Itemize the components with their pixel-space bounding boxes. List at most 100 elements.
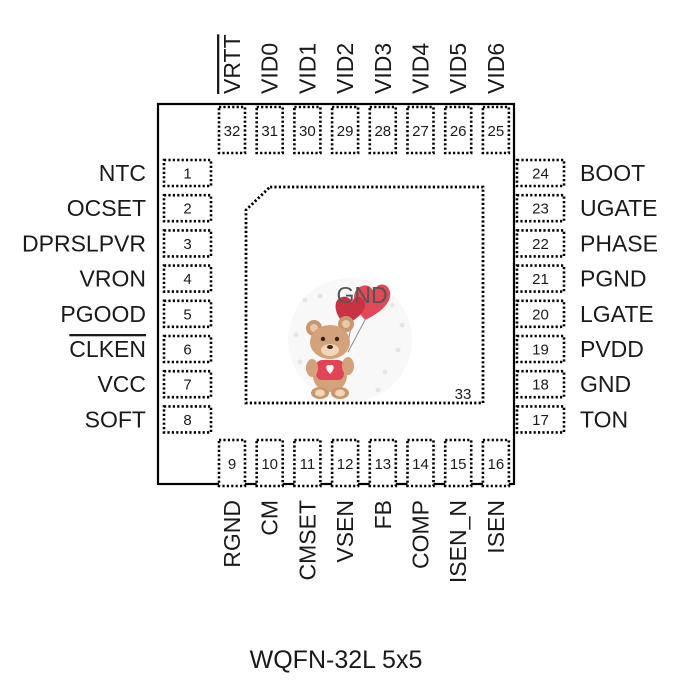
pin-pad-8 bbox=[162, 405, 213, 434]
pin-pad-27 bbox=[406, 105, 435, 155]
pin-pad-20 bbox=[515, 299, 566, 329]
pin-pad-10 bbox=[255, 438, 285, 488]
pin-number-7: 7 bbox=[183, 377, 191, 394]
pin-label-isen: ISEN bbox=[483, 500, 509, 554]
pin-pad-14 bbox=[406, 438, 435, 488]
pin-pad-18 bbox=[515, 369, 566, 399]
pin-label-vid2: VID2 bbox=[332, 43, 358, 94]
pin-number-29: 29 bbox=[337, 123, 354, 140]
pin-1: 1 NTC bbox=[99, 158, 213, 188]
pin-number-27: 27 bbox=[412, 123, 429, 140]
pin-number-32: 32 bbox=[224, 123, 241, 140]
pin-pad-17 bbox=[515, 405, 566, 434]
pin-label-pgnd: PGND bbox=[580, 266, 646, 292]
pin-label-ton: TON bbox=[580, 406, 628, 432]
pin-pad-9 bbox=[217, 438, 247, 488]
pin-number-17: 17 bbox=[532, 412, 549, 429]
pin-pad-12 bbox=[330, 438, 360, 488]
teddy-bear-watermark bbox=[288, 278, 412, 402]
pin-number-30: 30 bbox=[299, 123, 316, 140]
pin-pad-5 bbox=[162, 299, 213, 329]
pin-pad-32 bbox=[217, 105, 247, 155]
pin-number-24: 24 bbox=[532, 166, 549, 183]
pin-number-9: 9 bbox=[228, 456, 236, 473]
pin-label-lgate: LGATE bbox=[580, 301, 654, 327]
pin-label-ugate: UGATE bbox=[580, 195, 658, 221]
pin-number-14: 14 bbox=[412, 456, 429, 473]
pin-label-ntc: NTC bbox=[99, 160, 146, 186]
thermal-pad-label: GND bbox=[336, 282, 387, 308]
pin-number-31: 31 bbox=[261, 123, 278, 140]
pin-number-13: 13 bbox=[374, 456, 391, 473]
pin-number-15: 15 bbox=[450, 456, 467, 473]
pin-label-vid1: VID1 bbox=[294, 43, 320, 94]
package-caption: WQFN-32L 5x5 bbox=[250, 646, 423, 674]
pin-pad-19 bbox=[515, 334, 566, 364]
pin-number-5: 5 bbox=[183, 306, 191, 323]
pin-number-11: 11 bbox=[300, 456, 316, 473]
pin-number-6: 6 bbox=[183, 342, 191, 359]
pin-pad-7 bbox=[162, 369, 213, 399]
pin-pad-26 bbox=[443, 105, 473, 155]
pin-number-1: 1 bbox=[183, 166, 191, 183]
pin-number-22: 22 bbox=[532, 236, 549, 253]
pin-21: 21 PGND bbox=[515, 264, 646, 293]
pin-number-10: 10 bbox=[261, 456, 278, 473]
thermal-pad-number: 33 bbox=[455, 386, 472, 403]
pin-label-vrtt: VRTT bbox=[219, 34, 245, 94]
pin-pad-6 bbox=[162, 334, 213, 364]
pin-26: 26 VID5 bbox=[443, 43, 473, 155]
pin-label-vcc: VCC bbox=[97, 371, 146, 397]
pin-pad-28 bbox=[368, 105, 398, 155]
pin-pad-24 bbox=[515, 158, 566, 188]
pin-number-2: 2 bbox=[183, 201, 191, 218]
pin-pad-21 bbox=[515, 264, 566, 293]
pin-32: 32 VRTT bbox=[217, 34, 247, 155]
thermal-pad bbox=[244, 185, 485, 405]
pin-label-rgnd: RGND bbox=[219, 500, 245, 568]
pin-label-cm: CM bbox=[257, 500, 283, 536]
pin-label-isen-n: ISEN_N bbox=[445, 500, 471, 583]
pin-17: 17 TON bbox=[515, 405, 628, 434]
pin-pad-15 bbox=[443, 438, 473, 488]
pin-30: 30 VID1 bbox=[293, 43, 322, 155]
pin-label-vid3: VID3 bbox=[370, 43, 396, 94]
pins-layer: 1NTC2OCSET3DPRSLPVR4VRON5PGOOD6CLKEN7VCC… bbox=[22, 34, 658, 583]
pin-29: 29 VID2 bbox=[330, 43, 360, 155]
pin-number-25: 25 bbox=[488, 123, 505, 140]
pin-pad-25 bbox=[481, 105, 511, 155]
pin-number-3: 3 bbox=[183, 236, 191, 253]
pin-pad-4 bbox=[162, 264, 213, 293]
pin-pad-3 bbox=[162, 229, 213, 258]
pin-label-comp: COMP bbox=[408, 500, 434, 569]
pin-label-pvdd: PVDD bbox=[580, 336, 644, 362]
pin-label-clken: CLKEN bbox=[69, 336, 146, 362]
pin-label-phase: PHASE bbox=[580, 230, 658, 256]
pin-pad-22 bbox=[515, 229, 566, 258]
pin-number-21: 21 bbox=[532, 271, 549, 288]
pin-label-cmset: CMSET bbox=[294, 500, 320, 581]
pin-number-26: 26 bbox=[450, 123, 467, 140]
pin-label-vron: VRON bbox=[80, 266, 146, 292]
pin-label-vid5: VID5 bbox=[445, 43, 471, 94]
pin-label-fb: FB bbox=[370, 500, 396, 529]
pin-number-18: 18 bbox=[532, 377, 549, 394]
pin-number-16: 16 bbox=[488, 456, 505, 473]
pin-6: 6 CLKEN bbox=[69, 334, 213, 364]
